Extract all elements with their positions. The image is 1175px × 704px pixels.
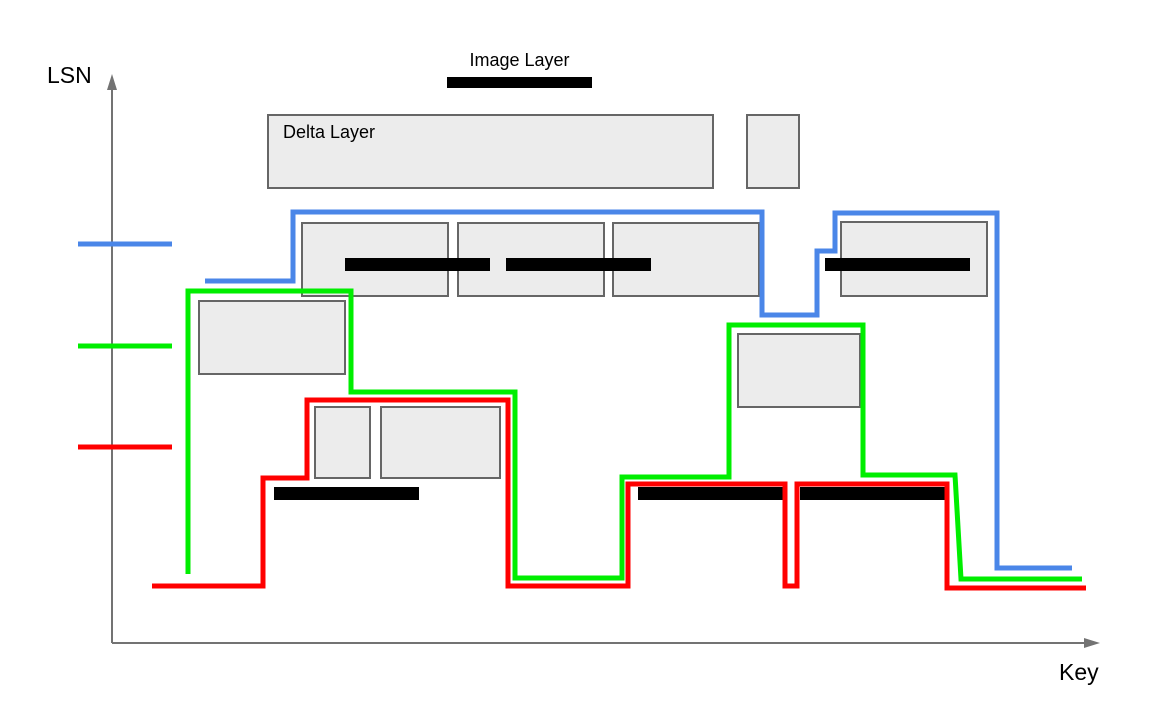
delta-layer-red-small xyxy=(314,406,371,479)
image-layer-bottom-3 xyxy=(800,487,945,500)
delta-layer-green-left xyxy=(198,300,346,375)
image-layer-bottom-1 xyxy=(274,487,419,500)
delta-layer-legend-box-small xyxy=(746,114,800,189)
delta-layer-caption: Delta Layer xyxy=(283,122,376,142)
branch-line-blue xyxy=(205,209,1072,571)
delta-layer-legend-box xyxy=(267,114,714,189)
delta-layer-green-hump xyxy=(737,333,861,408)
y-axis-arrowhead-icon xyxy=(107,74,117,90)
y-axis-label: LSN xyxy=(47,62,92,88)
delta-layer-red-wide xyxy=(380,406,501,479)
image-layer-blue-row-2 xyxy=(506,258,651,271)
branch-line-red xyxy=(152,397,1086,591)
x-axis-arrowhead-icon xyxy=(1084,638,1100,648)
image-layer-legend-bar xyxy=(447,77,592,88)
branch-line-green xyxy=(185,288,1082,582)
image-layer-blue-row-3 xyxy=(825,258,970,271)
x-axis-label: Key xyxy=(1059,659,1099,685)
image-layer-bottom-2 xyxy=(638,487,783,500)
image-layer-caption: Image Layer xyxy=(469,50,570,70)
image-layer-blue-row-1 xyxy=(345,258,490,271)
delta-layer-blue-row-3 xyxy=(612,222,760,297)
